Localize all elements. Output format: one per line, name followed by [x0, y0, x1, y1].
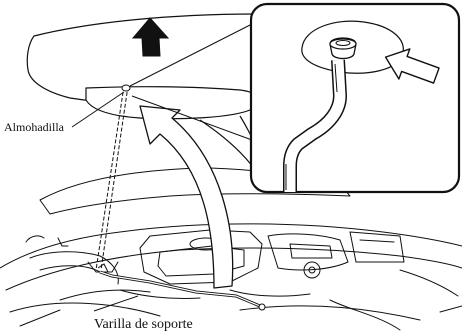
rod-pad	[122, 85, 130, 91]
inset-frame	[251, 4, 459, 192]
label-support-rod: Varilla de soporte	[94, 317, 193, 332]
label-support-rod-group: Varilla de soporte	[94, 296, 193, 332]
label-pad: Almohadilla	[4, 120, 65, 134]
